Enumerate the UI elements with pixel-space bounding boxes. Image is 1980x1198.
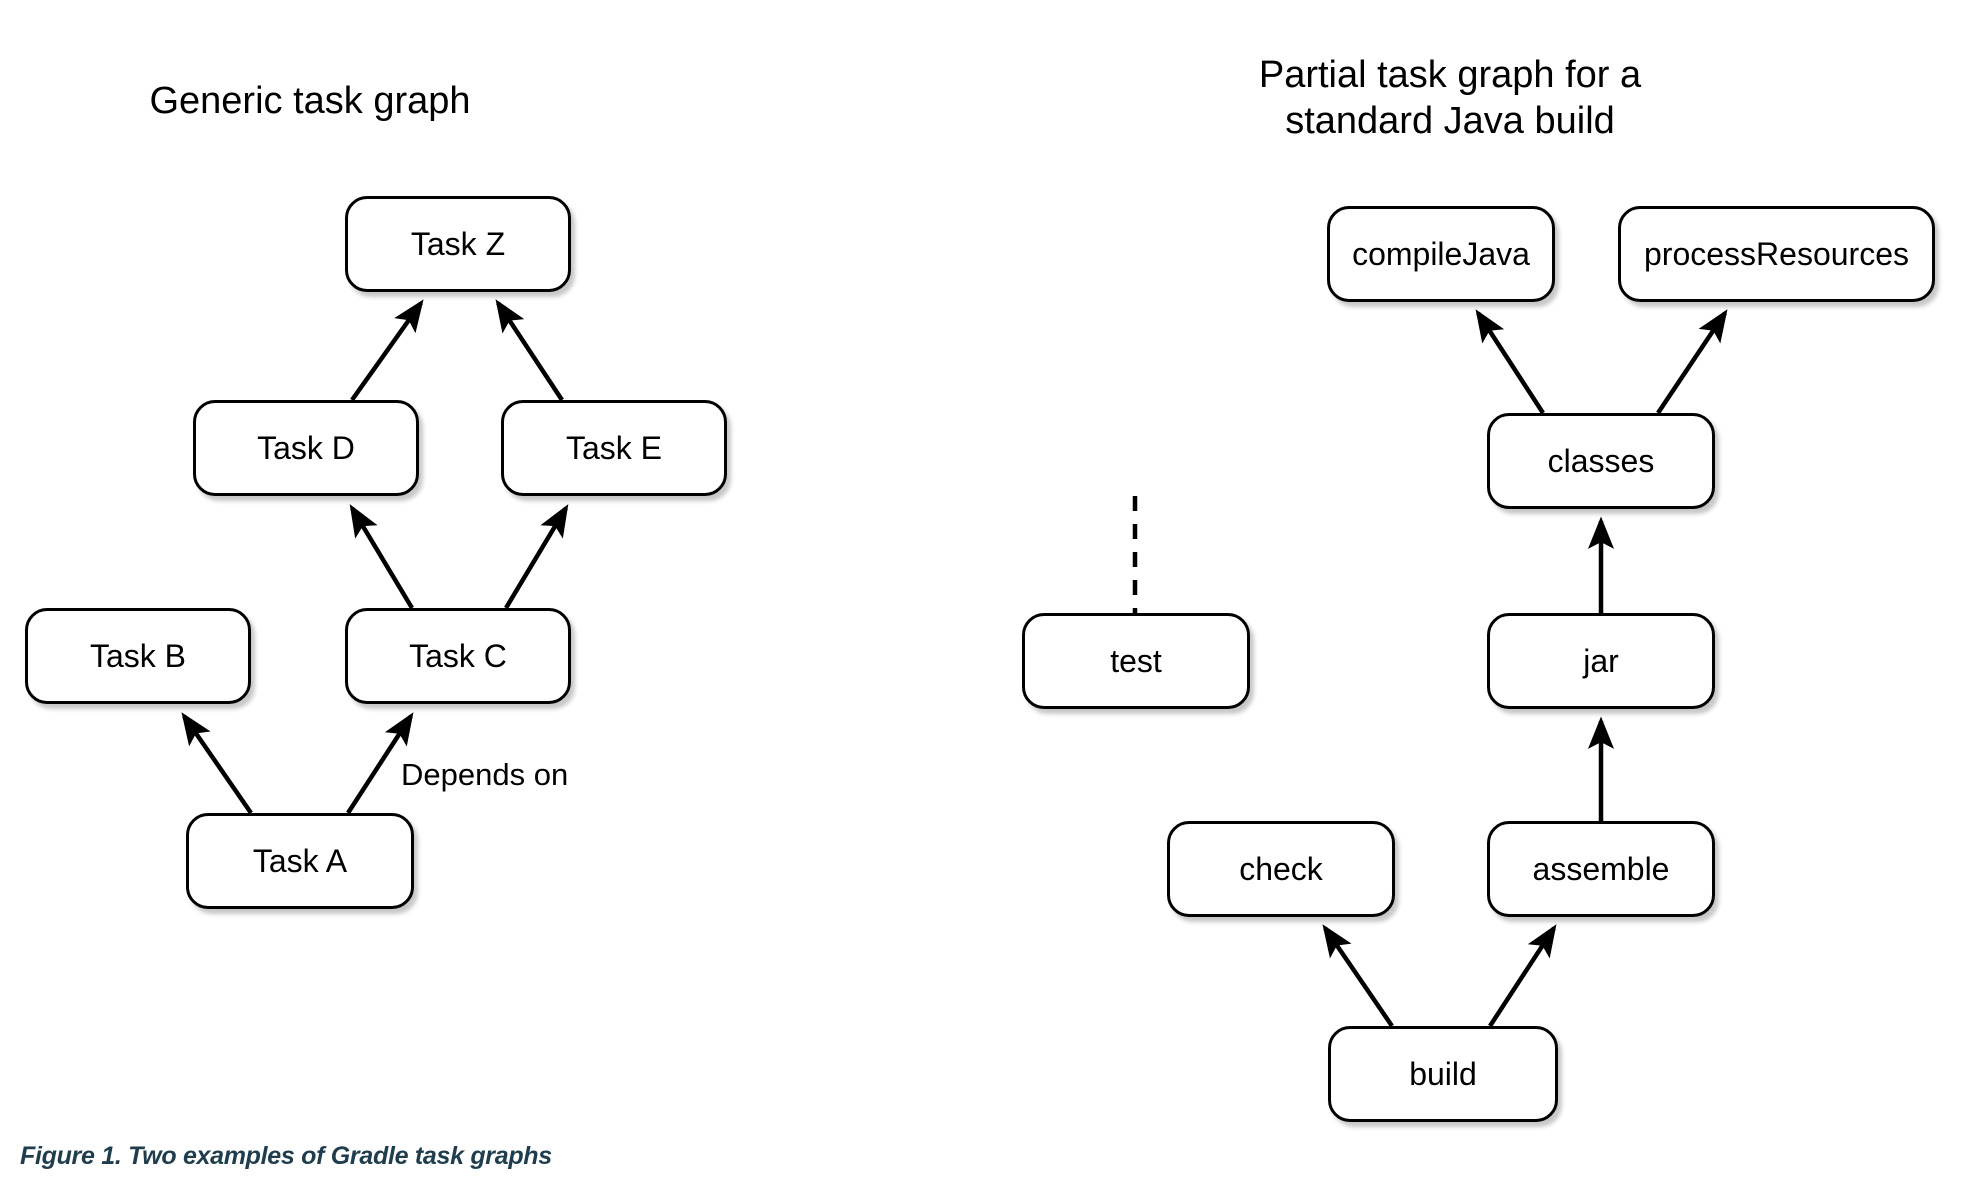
node-task-d[interactable]: Task D: [193, 400, 419, 496]
node-assemble[interactable]: assemble: [1487, 821, 1715, 917]
node-process-resources[interactable]: processResources: [1618, 206, 1935, 302]
node-assemble-label: assemble: [1532, 851, 1670, 887]
edge-task-c-to-task-d: [349, 504, 414, 610]
node-task-d-label: Task D: [257, 430, 355, 466]
edge-task-d-to-task-z: [350, 299, 424, 402]
figure-caption: Figure 1. Two examples of Gradle task gr…: [20, 1142, 552, 1170]
node-classes-label: classes: [1547, 443, 1655, 479]
node-build[interactable]: build: [1328, 1026, 1558, 1122]
depends-on-annotation: Depends on: [401, 757, 569, 792]
edge-classes-to-compile-java: [1475, 309, 1545, 415]
node-task-a[interactable]: Task A: [186, 813, 414, 909]
java-build-task-graph-title: Partial task graph for a standard Java b…: [1258, 54, 1642, 143]
edge-task-a-to-task-b: [181, 712, 253, 815]
node-task-c-label: Task C: [409, 638, 507, 674]
node-test-label: test: [1110, 643, 1162, 679]
node-compile-java[interactable]: compileJava: [1327, 206, 1555, 302]
node-jar[interactable]: jar: [1487, 613, 1715, 709]
node-build-label: build: [1409, 1056, 1477, 1092]
edge-build-to-assemble: [1488, 924, 1557, 1028]
node-task-z-label: Task Z: [410, 226, 506, 262]
node-task-c[interactable]: Task C: [345, 608, 571, 704]
node-task-z[interactable]: Task Z: [345, 196, 571, 292]
edge-classes-to-process-resources: [1656, 309, 1728, 415]
node-task-b[interactable]: Task B: [25, 608, 251, 704]
node-check-label: check: [1239, 851, 1323, 887]
node-check[interactable]: check: [1167, 821, 1395, 917]
edge-build-to-check: [1322, 924, 1394, 1028]
node-compile-java-label: compileJava: [1352, 236, 1530, 272]
node-task-a-label: Task A: [252, 843, 348, 879]
node-jar-label: jar: [1583, 643, 1619, 679]
node-classes[interactable]: classes: [1487, 413, 1715, 509]
node-process-resources-label: processResources: [1644, 236, 1909, 272]
node-test[interactable]: test: [1022, 613, 1250, 709]
node-task-e-label: Task E: [565, 430, 663, 466]
generic-task-graph-title: Generic task graph: [149, 80, 471, 122]
node-task-b-label: Task B: [89, 638, 187, 674]
edge-task-c-to-task-e: [504, 504, 569, 610]
node-task-e[interactable]: Task E: [501, 400, 727, 496]
edge-task-e-to-task-z: [495, 299, 564, 402]
